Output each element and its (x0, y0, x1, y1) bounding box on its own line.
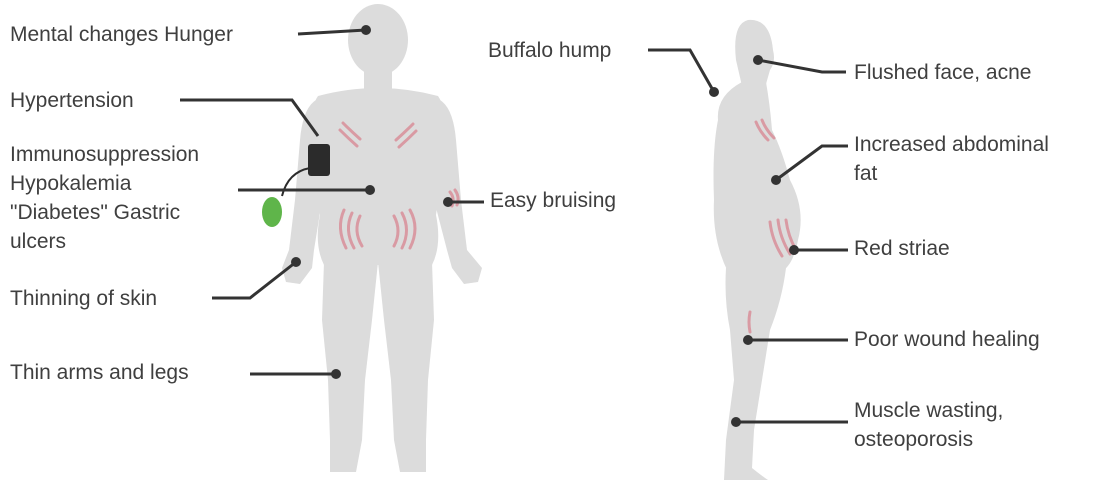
front-body (282, 4, 482, 472)
label-immunosuppression: Immunosuppression (10, 140, 199, 169)
label-muscle-wasting: Muscle wasting, osteoporosis (854, 396, 1003, 454)
dot-shin (731, 417, 741, 427)
label-systemic-effects: Immunosuppression Hypokalemia "Diabetes"… (10, 140, 199, 256)
side-head (735, 20, 774, 86)
front-left-leg (322, 262, 378, 472)
label-buffalo-hump: Buffalo hump (488, 36, 611, 65)
dot-back (709, 87, 719, 97)
leader-hypertension (180, 100, 318, 136)
side-legs (724, 268, 786, 480)
pressure-bulb (262, 197, 282, 227)
dot-forearm (443, 197, 453, 207)
label-abdominal-fat: Increased abdominal fat (854, 130, 1049, 188)
front-torso (310, 88, 445, 265)
dot-head (361, 25, 371, 35)
label-mental-changes: Mental changes Hunger (10, 20, 233, 49)
dot-face (753, 55, 763, 65)
dot-leg (331, 369, 341, 379)
label-diabetes-gastric: "Diabetes" Gastric (10, 198, 199, 227)
dot-hip (789, 245, 799, 255)
dot-hand (291, 257, 301, 267)
label-poor-wound: Poor wound healing (854, 325, 1040, 354)
label-red-striae: Red striae (854, 234, 950, 263)
label-hypertension: Hypertension (10, 86, 134, 115)
side-torso (714, 82, 801, 272)
label-abdominal-fat-line2: fat (854, 159, 1049, 188)
front-neck (364, 68, 392, 90)
front-head (348, 4, 408, 76)
label-thin-limbs: Thin arms and legs (10, 358, 189, 387)
label-ulcers: ulcers (10, 227, 199, 256)
label-muscle-wasting-line2: osteoporosis (854, 425, 1003, 454)
dot-belly (771, 175, 781, 185)
label-flushed-face: Flushed face, acne (854, 58, 1031, 87)
front-right-leg (378, 262, 434, 472)
dot-abdomen (365, 185, 375, 195)
label-easy-bruising: Easy bruising (490, 186, 616, 215)
leader-buffalo-hump (648, 50, 714, 92)
label-hypokalemia: Hypokalemia (10, 169, 199, 198)
label-abdominal-fat-line1: Increased abdominal (854, 130, 1049, 159)
pressure-cuff (308, 144, 330, 176)
label-muscle-wasting-line1: Muscle wasting, (854, 396, 1003, 425)
dot-knee (743, 335, 753, 345)
label-thinning-skin: Thinning of skin (10, 284, 157, 313)
